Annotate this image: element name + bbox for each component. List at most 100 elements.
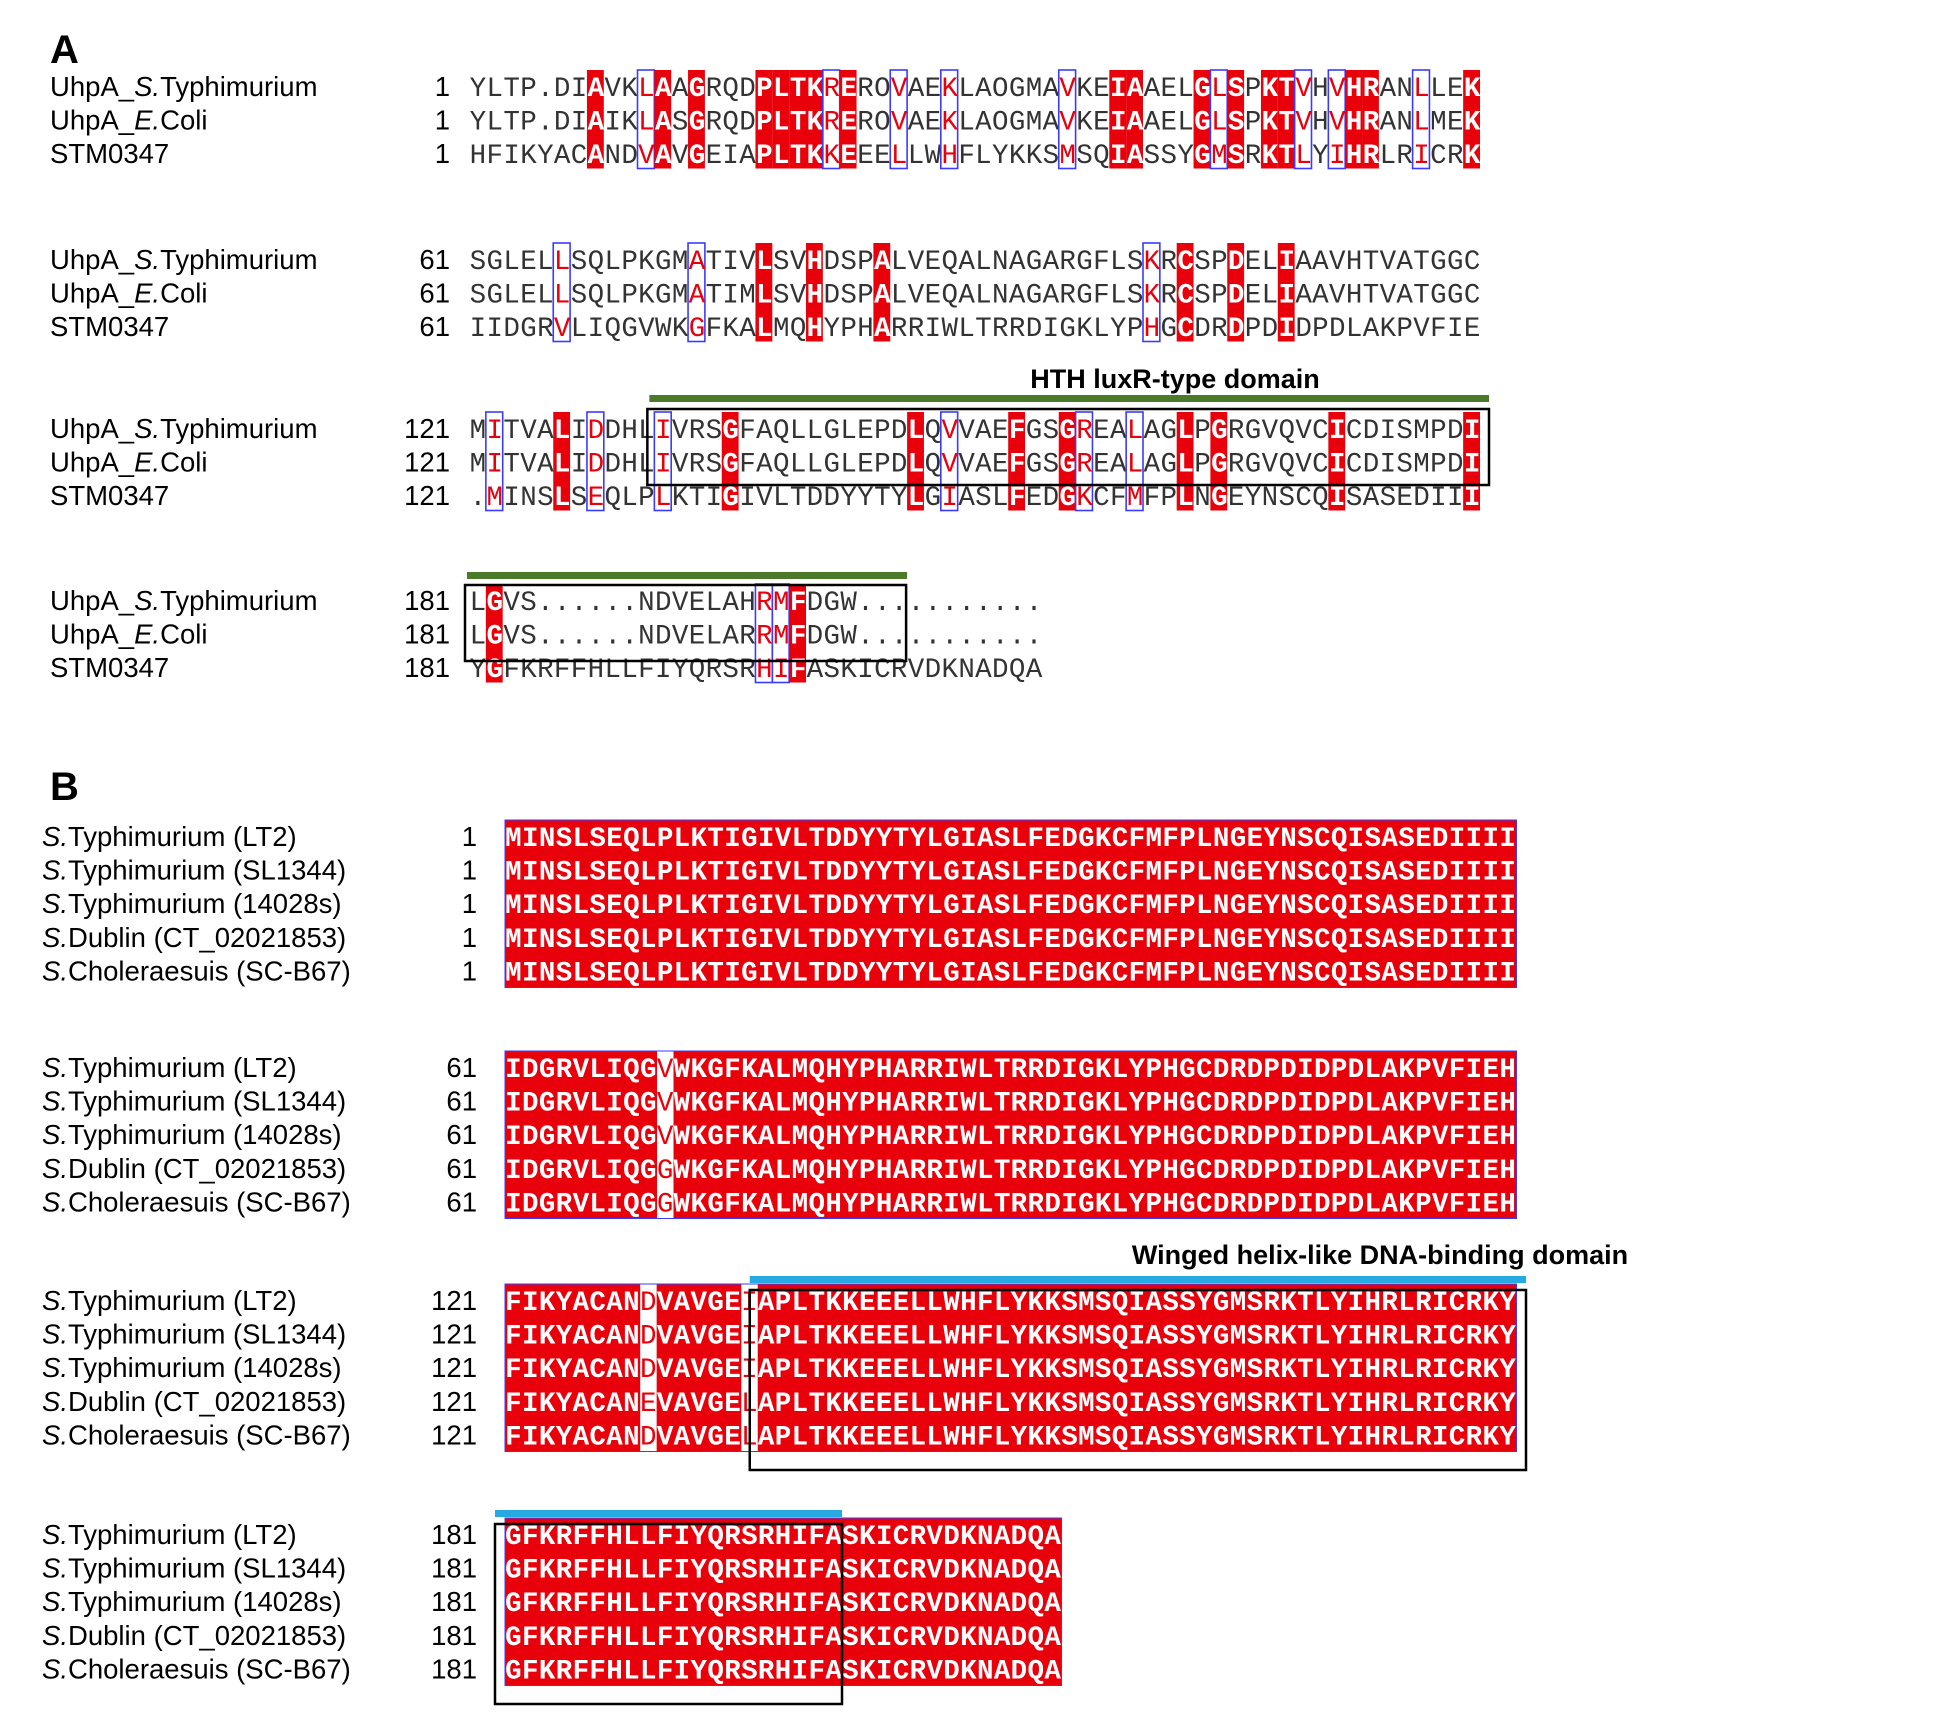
identical-column-bg [791,1284,809,1452]
residue: P [1179,891,1196,922]
sequence-name-part: S. [42,1285,68,1316]
identical-column-bg [1499,820,1517,988]
residue: S [1247,1355,1264,1386]
residue: R [1263,1288,1280,1319]
position-number: 1 [435,105,450,136]
position-number: 181 [431,1519,477,1550]
residue: N [539,858,556,889]
residue: L [640,1656,657,1687]
residue: K [960,1556,977,1587]
residue: Q [808,1156,825,1187]
residue: P [874,416,891,447]
residue: A [1110,416,1127,447]
residue: F [522,1623,539,1654]
residue: P [1430,416,1447,447]
residue: I [1466,824,1483,855]
residue: L [638,108,655,139]
position-number: 1 [435,71,450,102]
identical-column-bg [1044,1284,1062,1452]
residue: R [891,655,908,686]
residue: S [1179,1355,1196,1386]
residue: H [1312,74,1329,105]
residue: K [722,314,739,345]
residue: L [773,483,790,514]
panel-label-a: A [50,28,79,72]
residue: A [606,1422,623,1453]
residue: L [977,1189,994,1220]
residue: A [758,1089,775,1120]
residue: W [840,622,857,653]
position-number: 61 [446,1052,477,1083]
residue: P [1145,1089,1162,1120]
identical-column-bg [1044,820,1062,988]
residue: D [943,1556,960,1587]
residue: S [1365,824,1382,855]
residue: S [1043,416,1060,447]
residue: P [520,74,537,105]
residue: L [1127,450,1144,481]
residue: L [1211,108,1228,139]
residue: P [1331,1189,1348,1220]
residue: T [994,1089,1011,1120]
identical-column-bg [1094,1284,1112,1452]
residue: F [505,1322,522,1353]
residue: K [960,1623,977,1654]
residue: E [1447,108,1464,139]
residue: S [1076,141,1093,172]
residue: L [926,858,943,889]
residue: Y [691,1522,708,1553]
position-number: 61 [419,278,450,309]
residue: D [1432,958,1449,989]
residue: N [623,1355,640,1386]
residue: L [910,1288,927,1319]
residue: T [1413,247,1430,278]
residue: Y [1110,314,1127,345]
residue: V [573,1122,590,1153]
residue: M [505,858,522,889]
residue: A [1295,281,1312,312]
residue: G [505,1522,522,1553]
residue: I [522,891,539,922]
residue: T [1297,1422,1314,1453]
residue: H [1499,1089,1516,1120]
residue: E [606,858,623,889]
residue: L [1398,1389,1415,1420]
residue: G [1059,450,1076,481]
residue: V [573,1156,590,1187]
identical-column-bg [724,1518,742,1686]
residue: L [1196,858,1213,889]
residue: I [960,958,977,989]
residue: C [1314,858,1331,889]
residue: D [1061,858,1078,889]
residue: N [1396,74,1413,105]
residue: Y [556,1288,573,1319]
residue: Q [707,1656,724,1687]
residue: L [1011,858,1028,889]
residue: K [539,1355,556,1386]
residue: Q [941,247,958,278]
residue: M [1026,74,1043,105]
residue: Y [1196,1322,1213,1353]
residue: Y [1129,1122,1146,1153]
identical-column-bg [1260,70,1278,169]
residue: G [925,483,942,514]
sequence-name: UhpA_E.Coli [50,278,207,309]
residue: I [1466,858,1483,889]
residue: C [1464,247,1481,278]
residue: G [1430,247,1447,278]
residue: P [657,891,674,922]
residue: I [1482,925,1499,956]
residue: S [1095,1422,1112,1453]
residue: L [623,1623,640,1654]
identical-column-bg [1010,1051,1028,1219]
residue: I [571,74,588,105]
residue: R [1228,416,1245,447]
residue: E [859,1355,876,1386]
residue: K [1028,1355,1045,1386]
residue: L [1365,1156,1382,1187]
residue: K [520,141,537,172]
residue: H [739,588,756,619]
residue: Y [891,483,908,514]
residue: G [1230,925,1247,956]
residue: L [470,622,487,653]
